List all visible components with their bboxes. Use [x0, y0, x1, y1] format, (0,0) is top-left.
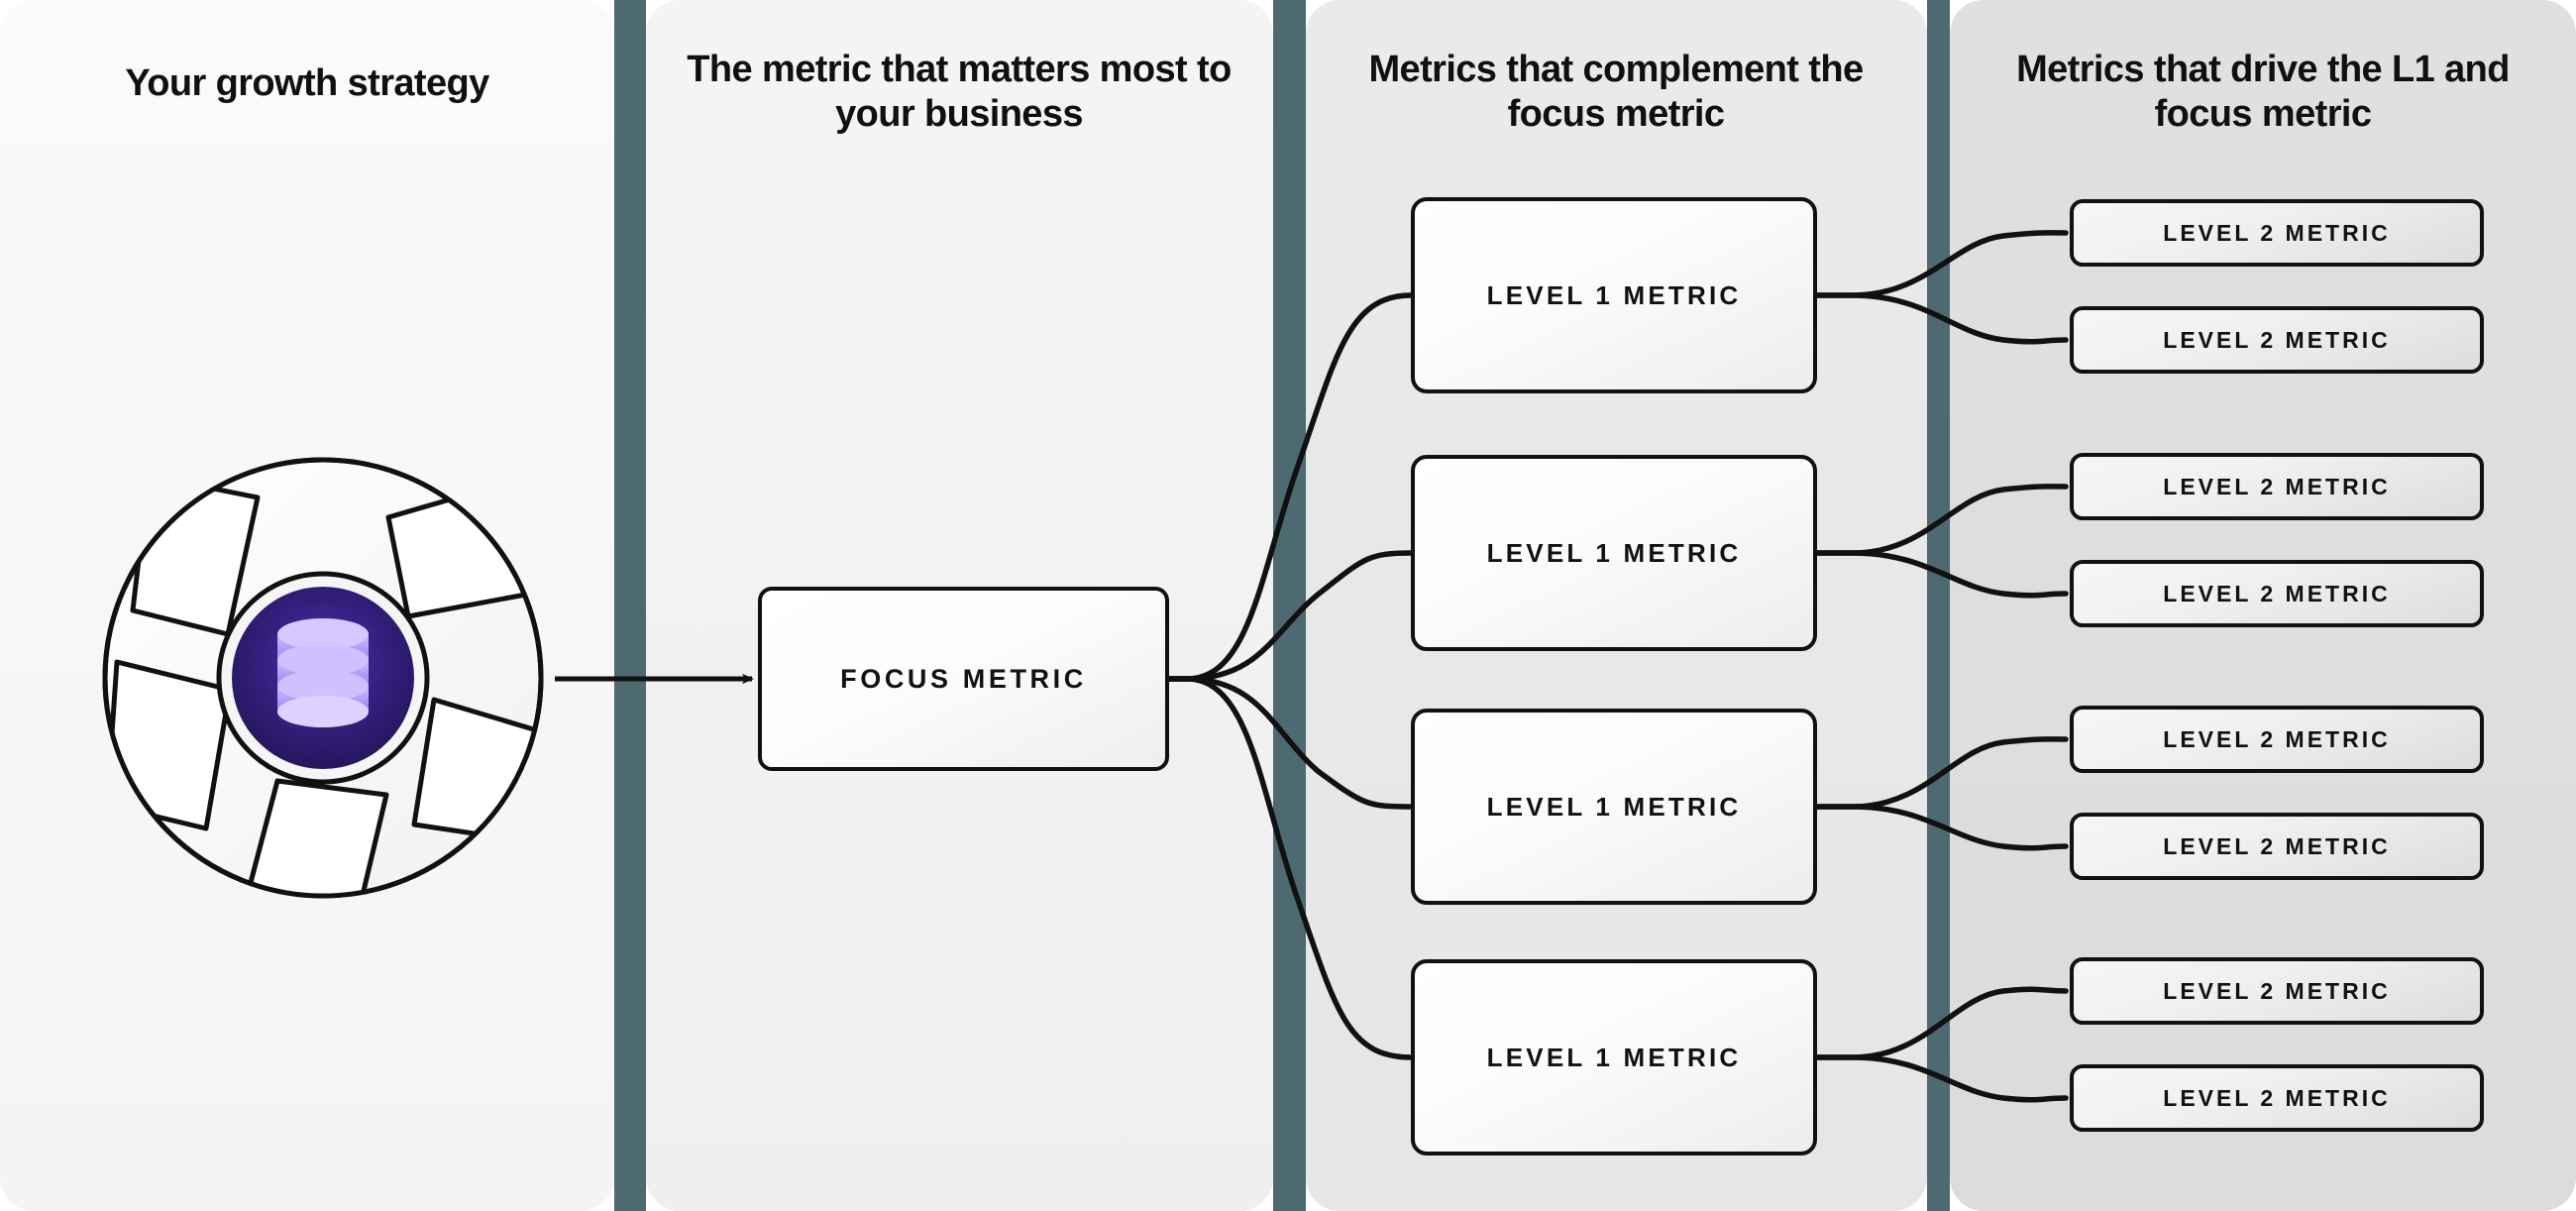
column-divider-2	[1273, 0, 1306, 1211]
focus-metric-box[interactable]: FOCUS METRIC	[758, 587, 1169, 771]
column-divider-3	[1927, 0, 1950, 1211]
level-2-metric-box-4[interactable]: LEVEL 2 METRIC	[2070, 560, 2484, 627]
level-2-metric-box-5[interactable]: LEVEL 2 METRIC	[2070, 706, 2484, 773]
growth-strategy-pinwheel-logo	[102, 457, 544, 899]
logo-blade-notch-3	[105, 659, 233, 831]
column-divider-1	[614, 0, 646, 1211]
level-2-metric-box-7[interactable]: LEVEL 2 METRIC	[2070, 957, 2484, 1025]
logo-outer-ring-outline	[102, 457, 544, 899]
column-title-complement: Metrics that complement the focus metric	[1368, 49, 1864, 135]
level-2-metric-box-1[interactable]: LEVEL 2 METRIC	[2070, 199, 2484, 267]
level-1-metric-box-1[interactable]: LEVEL 1 METRIC	[1411, 197, 1817, 393]
level-1-metric-box-2[interactable]: LEVEL 1 METRIC	[1411, 455, 1817, 651]
level-2-metric-box-3[interactable]: LEVEL 2 METRIC	[2070, 453, 2484, 520]
logo-blade-notch-5	[245, 778, 389, 896]
level-2-metric-box-2[interactable]: LEVEL 2 METRIC	[2070, 306, 2484, 374]
database-icon	[277, 618, 369, 727]
level-1-metric-box-3[interactable]: LEVEL 1 METRIC	[1411, 709, 1817, 905]
column-title-growth-strategy: Your growth strategy	[125, 62, 489, 104]
column-title-drivers: Metrics that drive the L1 and focus metr…	[2016, 49, 2510, 135]
level-2-metric-box-8[interactable]: LEVEL 2 METRIC	[2070, 1064, 2484, 1132]
level-1-metric-box-4[interactable]: LEVEL 1 METRIC	[1411, 959, 1817, 1156]
level-2-metric-box-6[interactable]: LEVEL 2 METRIC	[2070, 813, 2484, 880]
column-title-focus-metric: The metric that matters most to your bus…	[687, 49, 1232, 135]
